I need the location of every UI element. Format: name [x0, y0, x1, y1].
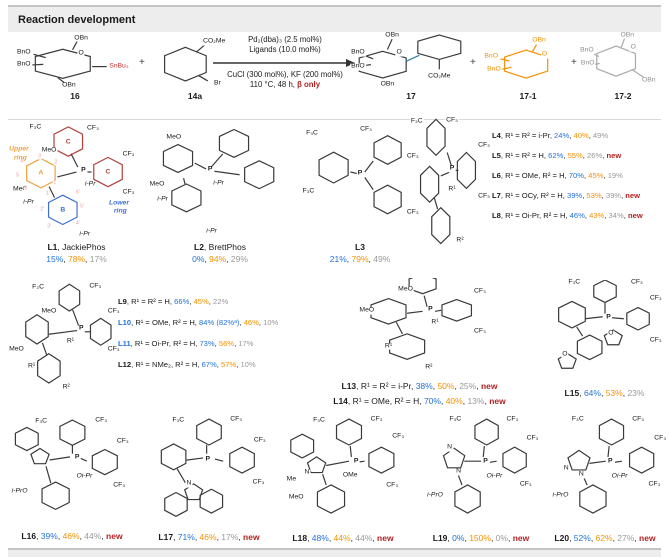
section-header-bar: Reaction development	[8, 5, 661, 32]
ligand-L18-caption: L18, 48%, 44%, 44%, new	[292, 533, 394, 543]
ligand-L8-entry: L8, R¹ = Oi-Pr, R² = H, 46%, 43%, 34%, n…	[492, 211, 643, 220]
compound-14a-label: 14a	[187, 91, 203, 101]
ligand-L16-caption: L16, 39%, 46%, 44%, new	[21, 531, 123, 541]
conditions-line-2: Ligands (10.0 mol%)	[249, 45, 321, 54]
ligand-L2-yields: 0%, 94%, 29%	[192, 254, 248, 264]
ligand-L12-entry: L12, R¹ = NMe₂, R² = H, 67%, 57%, 10%	[118, 360, 256, 369]
ligand-L19-caption: L19, 0%, 150%, 0%, new	[432, 533, 530, 543]
ligand-L14-entry: L14, R¹ = OMe, R² = H, 70%, 40%, 13%, ne…	[333, 396, 506, 406]
ligand-L11-entry: L11, R¹ = Oi-Pr, R² = H, 73%, 56%, 17%	[118, 339, 254, 348]
ligand-L9-entry: L9, R¹ = R² = H, 66%, 45%, 22%	[118, 297, 229, 306]
ligand-L4-entry: L4, R¹ = R² = i-Pr, 24%, 40%, 49%	[492, 131, 609, 140]
section-title: Reaction development	[18, 13, 136, 26]
compound-17-label: 17	[406, 91, 416, 101]
ligand-L1-yields: 15%, 78%, 17%	[46, 254, 107, 264]
conditions-line-1: Pd₂(dba)₃ (2.5 mol%)	[248, 35, 322, 44]
conditions-line-4: 110 °C, 48 h, β only	[249, 80, 321, 89]
ligand-L17-caption: L17, 71%, 46%, 17%, new	[158, 532, 260, 542]
ligand-L20-caption: L20, 52%, 62%, 27%, new	[554, 533, 656, 543]
ligand-L5-entry: L5, R¹ = R² = H, 62%, 55%, 26%, new	[492, 151, 622, 160]
compound-16-label: 16	[70, 91, 80, 101]
next-section-bar	[8, 548, 661, 557]
ligand-L10-entry: L10, R¹ = OMe, R² = H, 84% (82%ᵃ), 46%, …	[118, 318, 279, 327]
ligand-L6-entry: L6, R¹ = OMe, R² = H, 70%, 45%, 19%	[492, 171, 623, 180]
ligand-L1-name: L1, JackiePhos	[47, 242, 106, 252]
conditions-line-3: CuCl (300 mol%), KF (200 mol%)	[227, 70, 343, 79]
compound-17-2-label: 17-2	[614, 91, 632, 101]
plus-sign: +	[470, 57, 476, 68]
ligand-L2-name: L2, BrettPhos	[194, 242, 246, 252]
ligand-L13-entry: L13, R¹ = R² = i-Pr, 38%, 50%, 25%, new	[341, 381, 498, 391]
plus-sign: +	[571, 57, 577, 68]
ligand-L15-caption: L15, 64%, 53%, 23%	[564, 388, 645, 398]
ligand-L7-entry: L7, R¹ = OCy, R² = H, 39%, 53%, 39%, new	[492, 191, 641, 200]
reaction-arrow-icon	[213, 59, 355, 67]
compound-17-1-label: 17-1	[519, 91, 537, 101]
ligand-L3-yields: 21%, 79%, 49%	[329, 254, 391, 264]
plus-sign: +	[139, 57, 145, 68]
ligand-L4-L8-list: L4, R¹ = R² = i-Pr, 24%, 40%, 49% L5, R¹…	[492, 126, 668, 226]
ligand-L3-name: L3	[355, 242, 365, 252]
scheme-divider	[8, 119, 661, 120]
ligand-L9-L12-list: L9, R¹ = R² = H, 66%, 45%, 22% L10, R¹ =…	[118, 291, 333, 375]
